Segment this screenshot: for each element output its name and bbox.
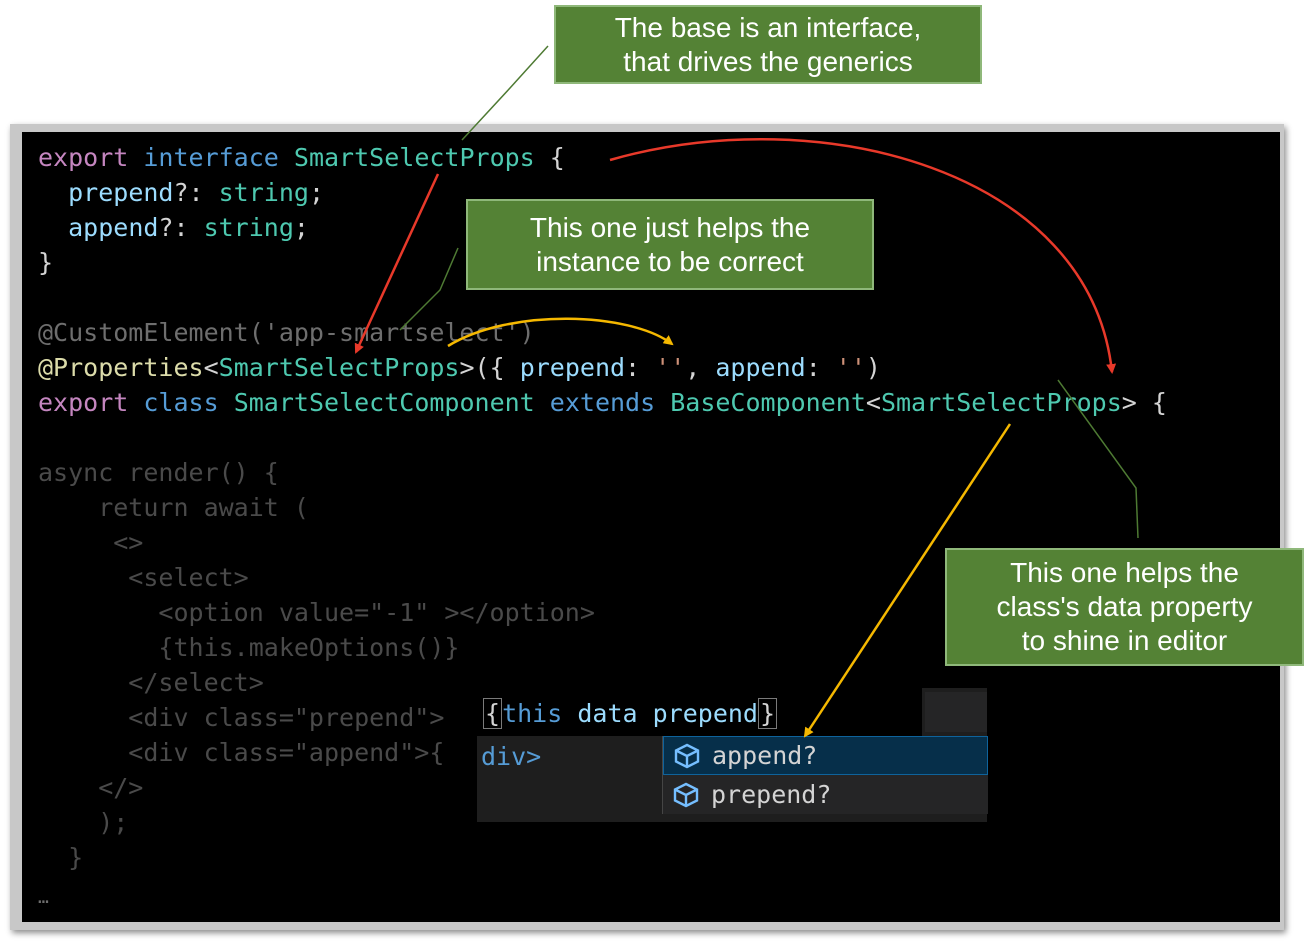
code-line-option: <option value="-1" ></option> [38, 598, 595, 627]
code-line-make-options: {this.makeOptions()} [38, 633, 460, 662]
code-line-return: return await ( [38, 493, 309, 522]
code-line-div-append: <div class="append">{ [38, 738, 445, 767]
autocomplete-overlay: {this.data.prepend} div> append? prepend… [477, 688, 988, 822]
open-brace: { [483, 698, 503, 729]
suggestion-label: append? [712, 741, 818, 770]
code-line-brace-close: } [38, 843, 84, 872]
code-line-select-open: <select> [38, 563, 249, 592]
dot: . [637, 699, 653, 728]
code-line-select-close: </select> [38, 668, 264, 697]
suggestion-label: prepend? [711, 780, 832, 809]
autocomplete-input[interactable]: {this.data.prepend} [483, 696, 778, 732]
code-line-fragment-open: <> [38, 528, 144, 557]
code-line-render: async render() { [38, 458, 279, 487]
code-line-ellipsis: … [38, 887, 49, 908]
this-keyword: this [502, 699, 563, 728]
code-line-class-declaration: export class SmartSelectComponent extend… [38, 388, 1167, 417]
code-line-custom-element: @CustomElement('app-smartselect') [38, 318, 535, 347]
close-brace: } [757, 698, 778, 729]
code-line-div-prepend: <div class="prepend"> [38, 703, 445, 732]
div-closing-tag: div> [481, 742, 542, 771]
callout-interface-base: The base is an interface, that drives th… [554, 5, 982, 84]
dot: . [562, 699, 578, 728]
code-line-paren-close: ); [38, 808, 129, 837]
editor-gutter [925, 692, 987, 732]
code-line-fragment-close: </> [38, 773, 144, 802]
code-line-interface: export interface SmartSelectProps { [38, 143, 565, 172]
property-cube-icon [674, 743, 700, 768]
suggestion-append[interactable]: append? [663, 736, 988, 775]
callout-instance-correct: This one just helps the instance to be c… [466, 199, 874, 290]
code-line-properties-decorator: @Properties<SmartSelectProps>({ prepend:… [38, 353, 881, 382]
code-line-close-interface: } [38, 248, 54, 277]
code-line-prepend-prop: prepend?: string; [68, 178, 324, 207]
property-cube-icon [673, 782, 699, 807]
data-property: data [577, 699, 638, 728]
suggestion-prepend[interactable]: prepend? [663, 775, 988, 814]
code-line-append-prop: append?: string; [68, 213, 309, 242]
callout-data-property: This one helps the class's data property… [945, 548, 1304, 666]
suggestion-list[interactable]: append? prepend? [662, 736, 988, 814]
prepend-property: prepend [652, 699, 758, 728]
